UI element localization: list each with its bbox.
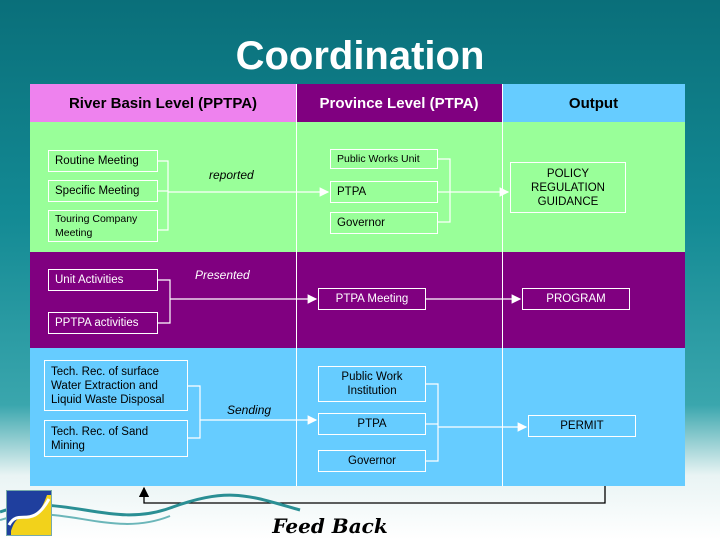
governor-box-policy: Governor [330, 212, 438, 234]
header-river-basin: River Basin Level (PPTPA) [30, 84, 296, 122]
output-guidance: GUIDANCE [537, 195, 599, 208]
policy-output-box: POLICY REGULATION GUIDANCE [510, 162, 626, 213]
governor-box-permit: Governor [318, 450, 426, 472]
column-divider [296, 84, 297, 486]
program-output-box: PROGRAM [522, 288, 630, 310]
routine-meeting-box: Routine Meeting [48, 150, 158, 172]
specific-meeting-box: Specific Meeting [48, 180, 158, 202]
feedback-label: Feed Back [272, 514, 388, 538]
logo-icon [6, 490, 52, 536]
presented-label: Presented [195, 268, 250, 282]
unit-activities-box: Unit Activities [48, 269, 158, 291]
reported-label: reported [209, 168, 254, 182]
output-policy: POLICY [546, 167, 590, 180]
slide-title: Coordination [235, 34, 485, 78]
ptpa-meeting-box: PTPA Meeting [318, 288, 426, 310]
public-works-unit-box: Public Works Unit [330, 149, 438, 169]
feedback-arrow [138, 486, 606, 504]
ptpa-box-permit: PTPA [318, 413, 426, 435]
row-permit [30, 348, 685, 486]
column-divider [502, 84, 503, 486]
public-work-institution-box: Public Work Institution [318, 366, 426, 402]
touring-company-meeting-box: Touring Company Meeting [48, 210, 158, 242]
pptpa-activities-box: PPTPA activities [48, 312, 158, 334]
output-regulation: REGULATION [531, 181, 605, 194]
row-program [30, 252, 685, 348]
sending-label: Sending [227, 403, 272, 417]
ptpa-box-policy: PTPA [330, 181, 438, 203]
header-output: Output [502, 84, 685, 122]
row-policy [30, 122, 685, 252]
header-province: Province Level (PTPA) [296, 84, 502, 122]
sand-mining-rec-box: Tech. Rec. of Sand Mining [44, 420, 188, 457]
surface-water-rec-box: Tech. Rec. of surface Water Extraction a… [44, 360, 188, 411]
permit-output-box: PERMIT [528, 415, 636, 437]
